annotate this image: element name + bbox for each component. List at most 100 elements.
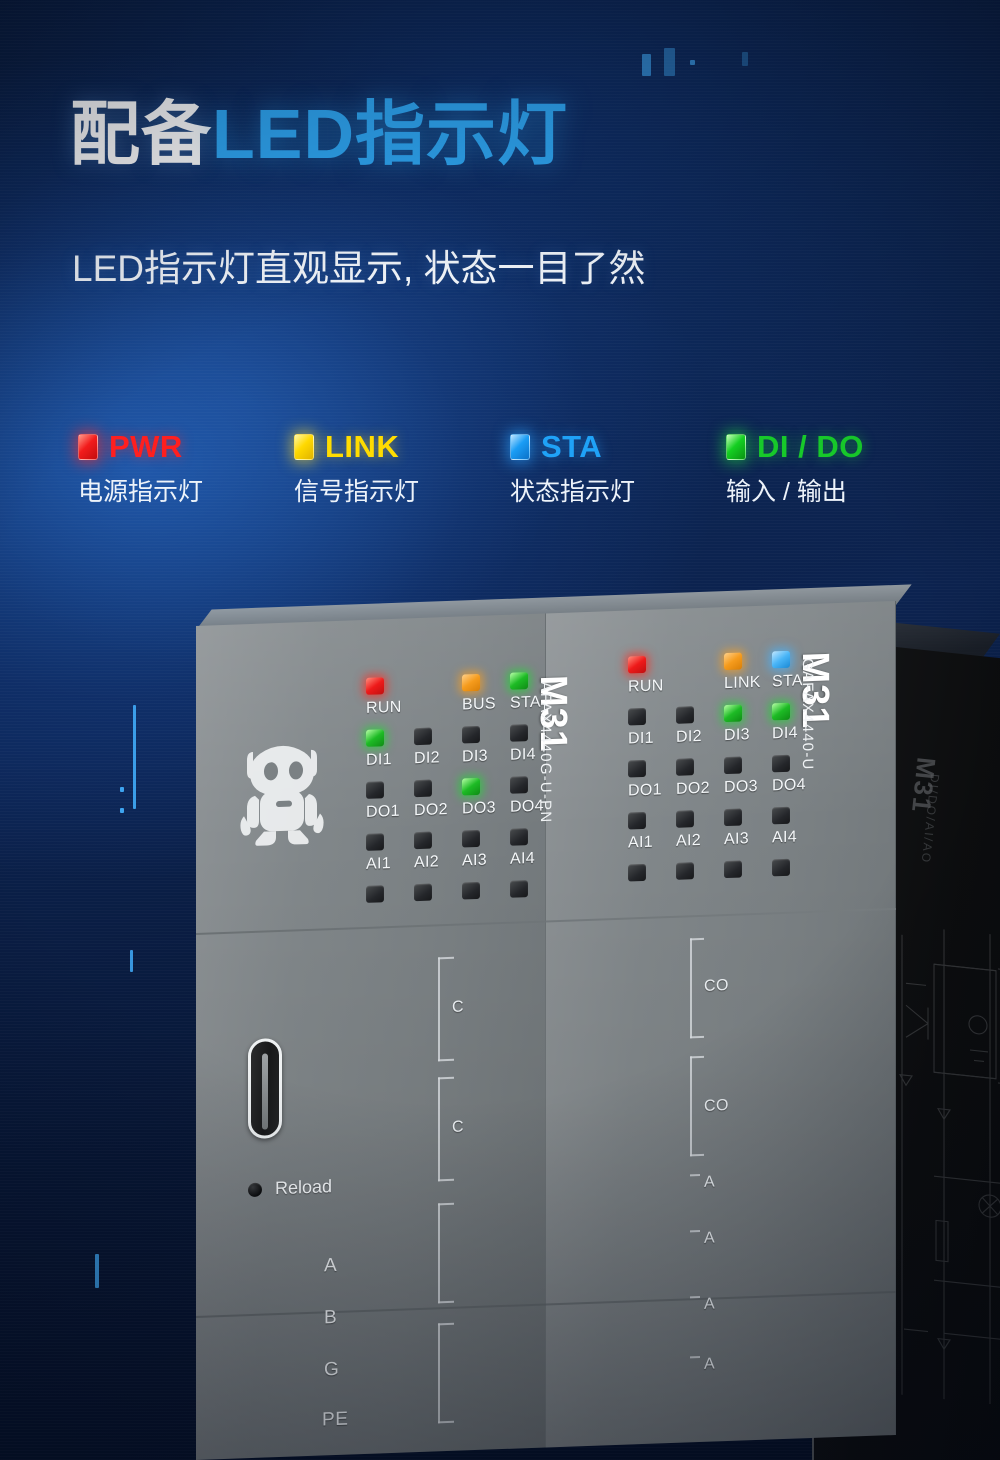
channel-label: A [704,1173,716,1191]
led-label: DI1 [366,750,392,769]
module-model: AFAX4440G-U-PN [537,681,554,824]
bracket-line [690,938,692,1039]
led-di3: DI3 [724,703,772,745]
led-indicator [724,860,742,879]
bracket-line [690,1056,692,1157]
led-indicator [772,858,790,877]
led-indicator [628,707,646,726]
wiring-diagram-icon [886,923,1000,1407]
led-indicator [366,781,384,799]
page-title-accent: LED指示灯 [212,95,568,173]
led-indicator [724,652,742,671]
deco-mark [690,60,695,65]
channel-label: CO [704,1096,729,1115]
led-ai2: AI2 [414,830,462,872]
led-indicator [724,756,742,775]
legend-label: LINK [325,429,400,464]
led-indicator [414,779,432,798]
led-label: DI3 [724,726,750,745]
channel-label: A [704,1355,716,1373]
led-label: RUN [628,677,664,696]
channel-label: CO [704,976,729,995]
sta-swatch-icon [510,434,530,460]
bracket-tick [690,1229,700,1233]
led-indicator [510,776,528,794]
module-model: GAFAX4440-U [799,657,816,771]
led-indicator [414,831,432,850]
led-di1: DI1 [628,707,676,749]
led-link: LINK [724,651,772,693]
led-indicator [510,880,528,898]
led-label: AI1 [366,855,391,873]
bracket-line [438,1323,440,1424]
legend-desc: 状态指示灯 [510,478,636,506]
led-bus: BUS [462,673,510,715]
legend-label: DI / DO [757,429,864,464]
legend-desc: 信号指示灯 [294,478,420,506]
led-do3: DO3 [724,755,772,797]
device-front-face: Reload RUN BUS STA [196,584,912,1460]
led-label: AI3 [462,851,487,870]
bracket-line [438,957,440,1062]
led-indicator [414,727,432,746]
led-indicator [676,862,694,880]
led-ai3: AI3 [462,829,510,871]
led-label: DI2 [414,749,440,768]
deco-mark [664,48,675,76]
legend-desc: 输入 / 输出 [726,478,847,506]
led-label: DO1 [628,781,662,800]
led-indicator [628,863,646,882]
led-indicator [462,673,480,692]
usb-c-port-icon[interactable] [248,1037,282,1140]
led-indicator [772,754,790,773]
legend-item-link: LINK 信号指示灯 [294,429,510,508]
led-label: DO3 [462,799,496,818]
led-di3: DI3 [462,725,510,767]
channel-label: A [704,1295,716,1313]
page-title: 配备LED指示灯 [70,95,568,173]
bracket-tick [690,1295,700,1299]
led-indicator [510,672,528,690]
led-indicator [628,655,646,674]
led-ai2: AI2 [676,809,724,851]
reload-button-icon[interactable] [248,1182,262,1197]
device-photo: M31 DI/DO/AI/AO [0,584,1000,1460]
led-ai3: AI3 [724,807,772,849]
legend-label: STA [541,429,603,464]
pwr-swatch-icon [78,434,98,460]
led-indicator [724,704,742,723]
deco-mark [742,52,748,66]
led-indicator [462,881,480,900]
led-indicator [628,759,646,778]
link-swatch-icon [294,434,314,460]
reload-label: Reload [275,1176,333,1199]
led-ai4: AI4 [510,827,558,869]
led-label: AI1 [628,833,653,852]
led-label: AI3 [724,830,749,849]
led-indicator [676,810,694,828]
led-label: DO2 [676,779,710,798]
channel-label: C [452,1118,464,1136]
led-label: AI4 [510,849,535,868]
led-indicator [462,777,480,796]
led-do2: DO2 [676,757,724,799]
channel-label: C [452,998,464,1016]
led-label: RUN [366,698,402,717]
led-indicator [366,729,384,747]
bracket-line [438,1203,440,1304]
led-ai1: AI1 [628,811,676,853]
led-label: DO1 [366,802,400,821]
led-do3: DO3 [462,777,510,819]
led-label: DI3 [462,747,488,766]
led-indicator [676,758,694,776]
led-di2: DI2 [676,705,724,747]
page-subtitle: LED指示灯直观显示, 状态一目了然 [72,248,646,289]
led-ai4: AI4 [772,806,820,848]
led-do1: DO1 [366,780,414,822]
reload-button[interactable]: Reload [248,1176,332,1200]
terminal-label: PE [322,1408,349,1431]
led-indicator [510,724,528,742]
led-label: DI2 [676,727,702,746]
legend-desc: 电源指示灯 [78,478,204,506]
legend-item-pwr: PWR 电源指示灯 [78,429,294,508]
